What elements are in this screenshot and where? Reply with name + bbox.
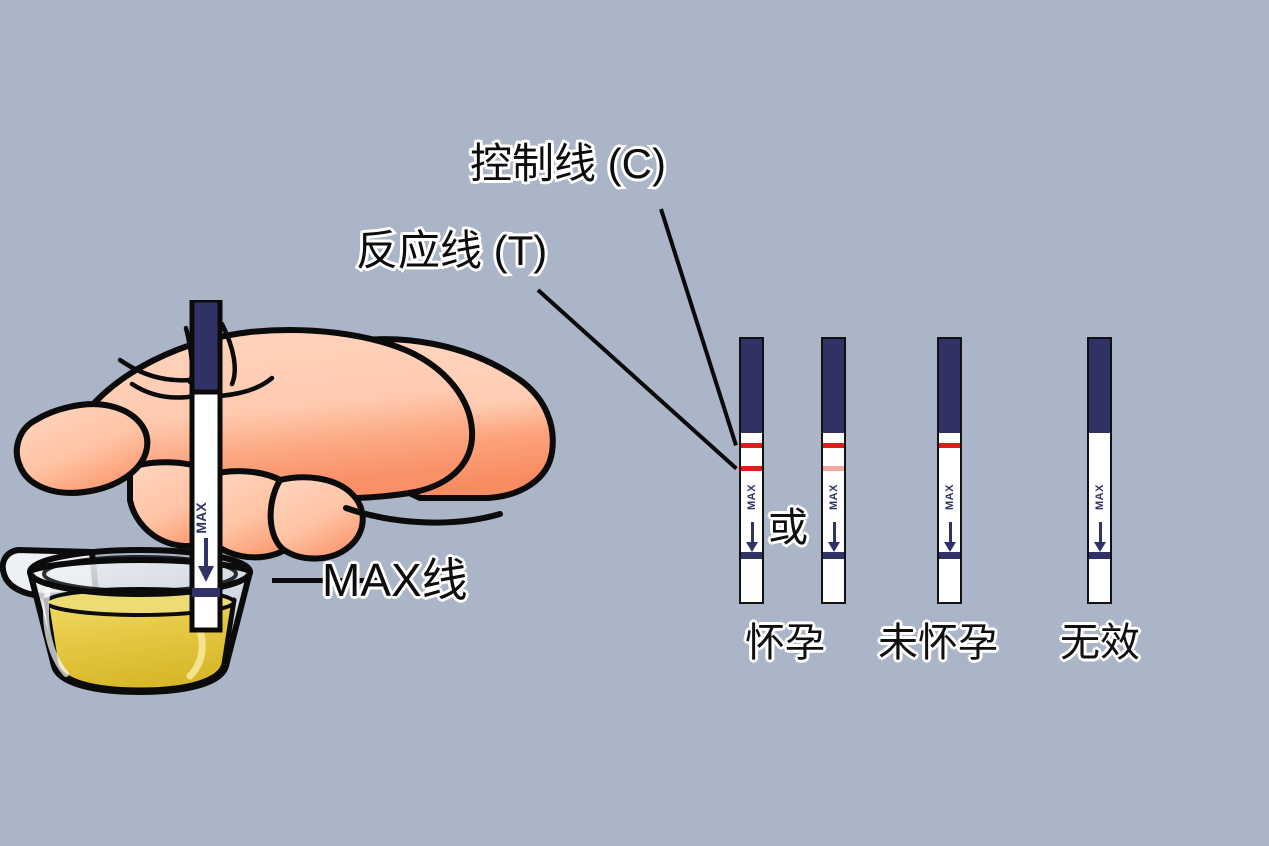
strip-cap-icon	[823, 339, 844, 433]
strip-max-mark	[823, 552, 844, 559]
held-test-strip: MAX	[189, 300, 223, 633]
strip-arrow-head	[944, 542, 956, 552]
test-strip-invalid[interactable]: MAX	[1087, 337, 1112, 604]
strip-max-text: MAX	[1094, 484, 1106, 510]
test-strip-pregnant-strong[interactable]: MAX	[739, 337, 764, 604]
test-strip-pregnant-faint[interactable]: MAX	[821, 337, 846, 604]
thumb-overlay	[13, 401, 151, 496]
max-line-leader	[272, 578, 384, 583]
strip-cap-icon	[1089, 339, 1110, 433]
strip-arrow-head	[746, 542, 758, 552]
hand-cup-illustration: MAX	[0, 300, 556, 695]
strip-arrow-shaft	[1099, 522, 1102, 544]
test-strip-not-pregnant[interactable]: MAX	[937, 337, 962, 604]
strip-arrow-shaft	[751, 522, 754, 544]
test-line-band	[741, 466, 762, 471]
control-line-band	[823, 443, 844, 448]
or-connector-label: 或	[768, 506, 808, 550]
strip-max-mark	[939, 552, 960, 559]
control-line-label: 控制线 (C)	[468, 140, 669, 187]
strip-max-text: MAX	[944, 484, 956, 510]
control-line-band	[939, 443, 960, 448]
strip-max-text: MAX	[828, 484, 840, 510]
max-line-label: MAX线	[322, 554, 468, 606]
strip-arrow-shaft	[949, 522, 952, 544]
test-line-leader	[536, 288, 738, 471]
strip-max-mark	[741, 552, 762, 559]
strip-cap-icon	[939, 339, 960, 433]
svg-text:MAX: MAX	[193, 502, 209, 534]
result-label-not-pregnant: 未怀孕	[878, 621, 998, 665]
strip-max-mark	[1089, 552, 1110, 559]
strip-max-text: MAX	[746, 484, 758, 510]
test-line-band-faint	[823, 466, 844, 471]
strip-arrow-shaft	[833, 522, 836, 544]
strip-cap-icon	[741, 339, 762, 433]
result-label-invalid: 无效	[1060, 621, 1140, 665]
result-label-pregnant: 怀孕	[745, 621, 825, 665]
strip-arrow-head	[1094, 542, 1106, 552]
test-line-label: 反应线 (T)	[353, 227, 549, 274]
control-line-band	[741, 443, 762, 448]
strip-arrow-head	[828, 542, 840, 552]
